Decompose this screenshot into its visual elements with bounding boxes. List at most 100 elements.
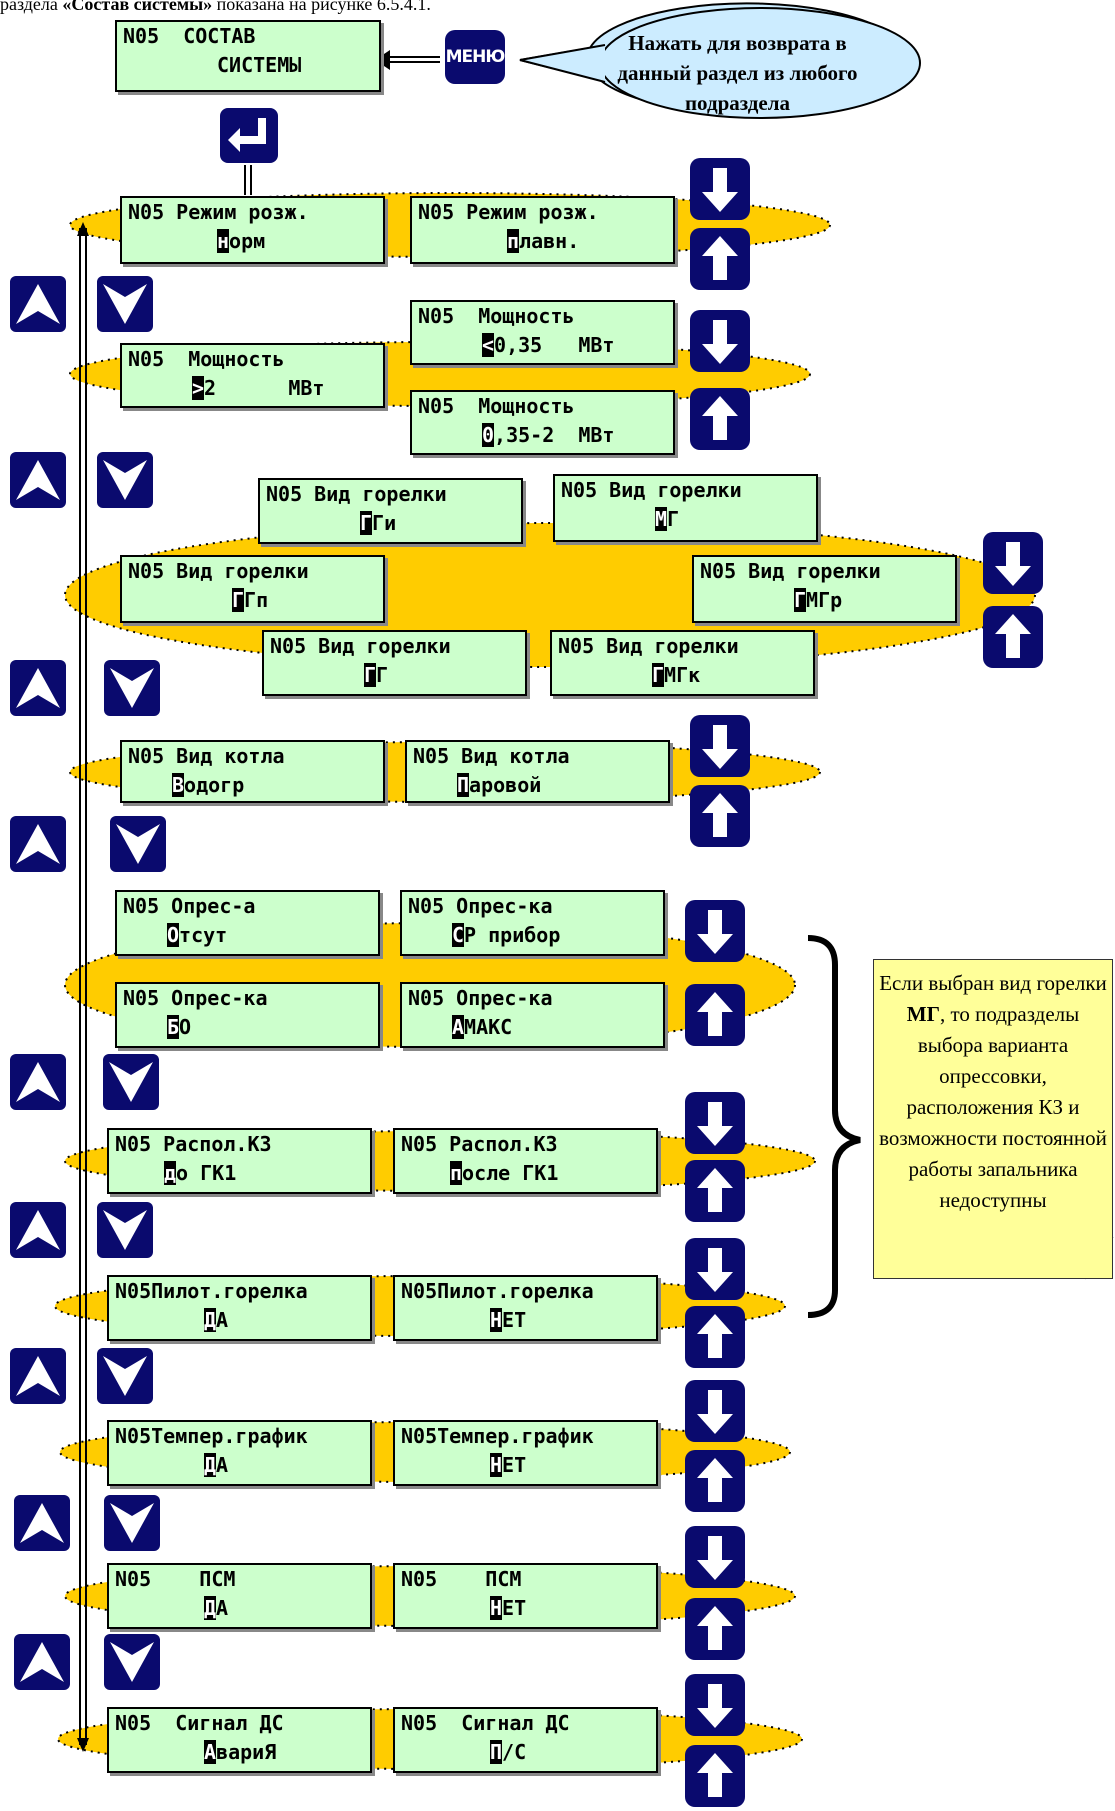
screen-root-line2: СИСТЕМЫ bbox=[217, 53, 302, 77]
screen-cursor: п bbox=[507, 229, 520, 253]
screen-value: МГк bbox=[664, 663, 701, 687]
screen-line1: N05 Распол.КЗ bbox=[115, 1132, 272, 1156]
screen-line1: N05 Вид котла bbox=[128, 744, 285, 768]
screen-cursor: п bbox=[450, 1161, 463, 1185]
screen-line1: N05 Вид котла bbox=[413, 744, 570, 768]
menu-button[interactable]: МЕНЮ bbox=[445, 30, 505, 84]
screen-cursor: О bbox=[167, 923, 180, 947]
screen-power-lt: N05 Мощность<0,35 МВт bbox=[410, 300, 675, 365]
screen-opres-sr: N05 Опрес-ка СР прибор bbox=[400, 890, 665, 956]
screen-cursor: П bbox=[490, 1740, 503, 1764]
screen-root: N05 СОСТАВ СИСТЕМЫ bbox=[115, 20, 381, 92]
screen-line1: N05 ПСМ bbox=[401, 1567, 522, 1591]
screen-line1: N05 Опрес-ка bbox=[408, 894, 553, 918]
note-box: Если выбран вид горелки МГ, то подраздел… bbox=[873, 959, 1113, 1279]
screen-line2: <0,35 МВт bbox=[482, 331, 614, 359]
screen-kz-before: N05 Распол.КЗ до ГК1 bbox=[107, 1128, 372, 1194]
screen-value: одогр bbox=[184, 773, 245, 797]
screen-line1: N05Темпер.график bbox=[401, 1424, 594, 1448]
screen-line1: N05 Вид горелки bbox=[270, 634, 451, 658]
screen-line2: до ГК1 bbox=[164, 1159, 236, 1187]
screen-value: /С bbox=[502, 1740, 527, 1764]
screen-cursor: Н bbox=[490, 1453, 503, 1477]
screen-line1: N05 Распол.КЗ bbox=[401, 1132, 558, 1156]
screen-line1: N05 Опрес-а bbox=[123, 894, 256, 918]
caption-prefix: раздела bbox=[0, 0, 63, 14]
screen-power-mid: N05 Мощность 0,35-2 МВт bbox=[410, 390, 675, 455]
screen-value: осле ГК1 bbox=[462, 1161, 559, 1185]
screen-line2: Паровой bbox=[457, 771, 541, 799]
screen-psm-yes: N05 ПСМ ДА bbox=[107, 1563, 372, 1629]
screen-value: МГр bbox=[806, 588, 843, 612]
screen-line2: ДА bbox=[204, 1306, 228, 1334]
screen-line1: N05Пилот.горелка bbox=[401, 1279, 594, 1303]
screen-line1: N05 Вид горелки bbox=[561, 478, 742, 502]
screen-value: А bbox=[216, 1596, 229, 1620]
screen-rozzh-plavn: N05 Режим розж. плавн. bbox=[410, 196, 675, 264]
screen-line1: N05 Опрес-ка bbox=[123, 986, 268, 1010]
screen-value: ЕТ bbox=[502, 1596, 527, 1620]
screen-psm-no: N05 ПСМ НЕТ bbox=[393, 1563, 658, 1629]
screen-line1: N05 ПСМ bbox=[115, 1567, 236, 1591]
screen-line1: N05 Сигнал ДС bbox=[401, 1711, 570, 1735]
screen-cursor: 0 bbox=[482, 423, 495, 447]
screen-line1: N05 Вид горелки bbox=[700, 559, 881, 583]
screen-value: Г bbox=[667, 507, 680, 531]
screen-value: Гп bbox=[244, 588, 269, 612]
screen-value: лавн. bbox=[519, 229, 580, 253]
screen-value: ЕТ bbox=[502, 1453, 527, 1477]
screen-line1: N05 Режим розж. bbox=[418, 200, 599, 224]
screen-value: ,35-2 МВт bbox=[494, 423, 615, 447]
screen-line2: ДА bbox=[204, 1594, 228, 1622]
screen-value: 2 МВт bbox=[204, 376, 325, 400]
screen-line1: N05 Вид горелки bbox=[128, 559, 309, 583]
screen-line2: Водогр bbox=[172, 771, 244, 799]
screen-line2: ГМГк bbox=[652, 661, 700, 689]
screen-value: аровой bbox=[469, 773, 542, 797]
screen-line1: N05 Режим розж. bbox=[128, 200, 309, 224]
screen-cursor: Г bbox=[652, 663, 665, 687]
screen-line2: после ГК1 bbox=[450, 1159, 558, 1187]
brace bbox=[807, 935, 861, 1318]
screen-line2: ГГп bbox=[232, 586, 268, 614]
screen-cursor: Б bbox=[167, 1015, 180, 1039]
screen-cursor: Г bbox=[794, 588, 807, 612]
enter-button bbox=[220, 108, 278, 163]
screen-value: орм bbox=[229, 229, 266, 253]
screen-line2: П/С bbox=[490, 1738, 526, 1766]
caption-section-name: «Состав системы» bbox=[62, 0, 213, 14]
screen-line1: N05 Мощность bbox=[418, 394, 575, 418]
screen-cursor: В bbox=[172, 773, 185, 797]
screen-cursor: д bbox=[164, 1161, 177, 1185]
screen-value: о ГК1 bbox=[176, 1161, 237, 1185]
screen-cursor: Н bbox=[490, 1596, 503, 1620]
screen-line2: БО bbox=[167, 1013, 191, 1041]
screen-cursor: < bbox=[482, 333, 495, 357]
screen-line1: N05Темпер.график bbox=[115, 1424, 308, 1448]
screen-signal-ps: N05 Сигнал ДС П/С bbox=[393, 1707, 658, 1773]
figure-caption: раздела «Состав системы» показана на рис… bbox=[0, 0, 431, 15]
screen-value: 0,35 МВт bbox=[494, 333, 615, 357]
screen-line2: СР прибор bbox=[452, 921, 560, 949]
screen-line2: ГГи bbox=[360, 509, 396, 537]
screen-kz-after: N05 Распол.КЗ после ГК1 bbox=[393, 1128, 658, 1194]
screen-line1: N05 Вид горелки bbox=[266, 482, 447, 506]
screen-value: МАКС bbox=[464, 1015, 513, 1039]
screen-cursor: Д bbox=[204, 1453, 217, 1477]
screen-cursor: П bbox=[457, 773, 470, 797]
caption-suffix: показана на рисунке 6.5.4.1. bbox=[212, 0, 431, 14]
screen-line2: >2 МВт bbox=[192, 374, 324, 402]
screen-cursor: Д bbox=[204, 1596, 217, 1620]
screen-line2: норм bbox=[217, 227, 265, 255]
